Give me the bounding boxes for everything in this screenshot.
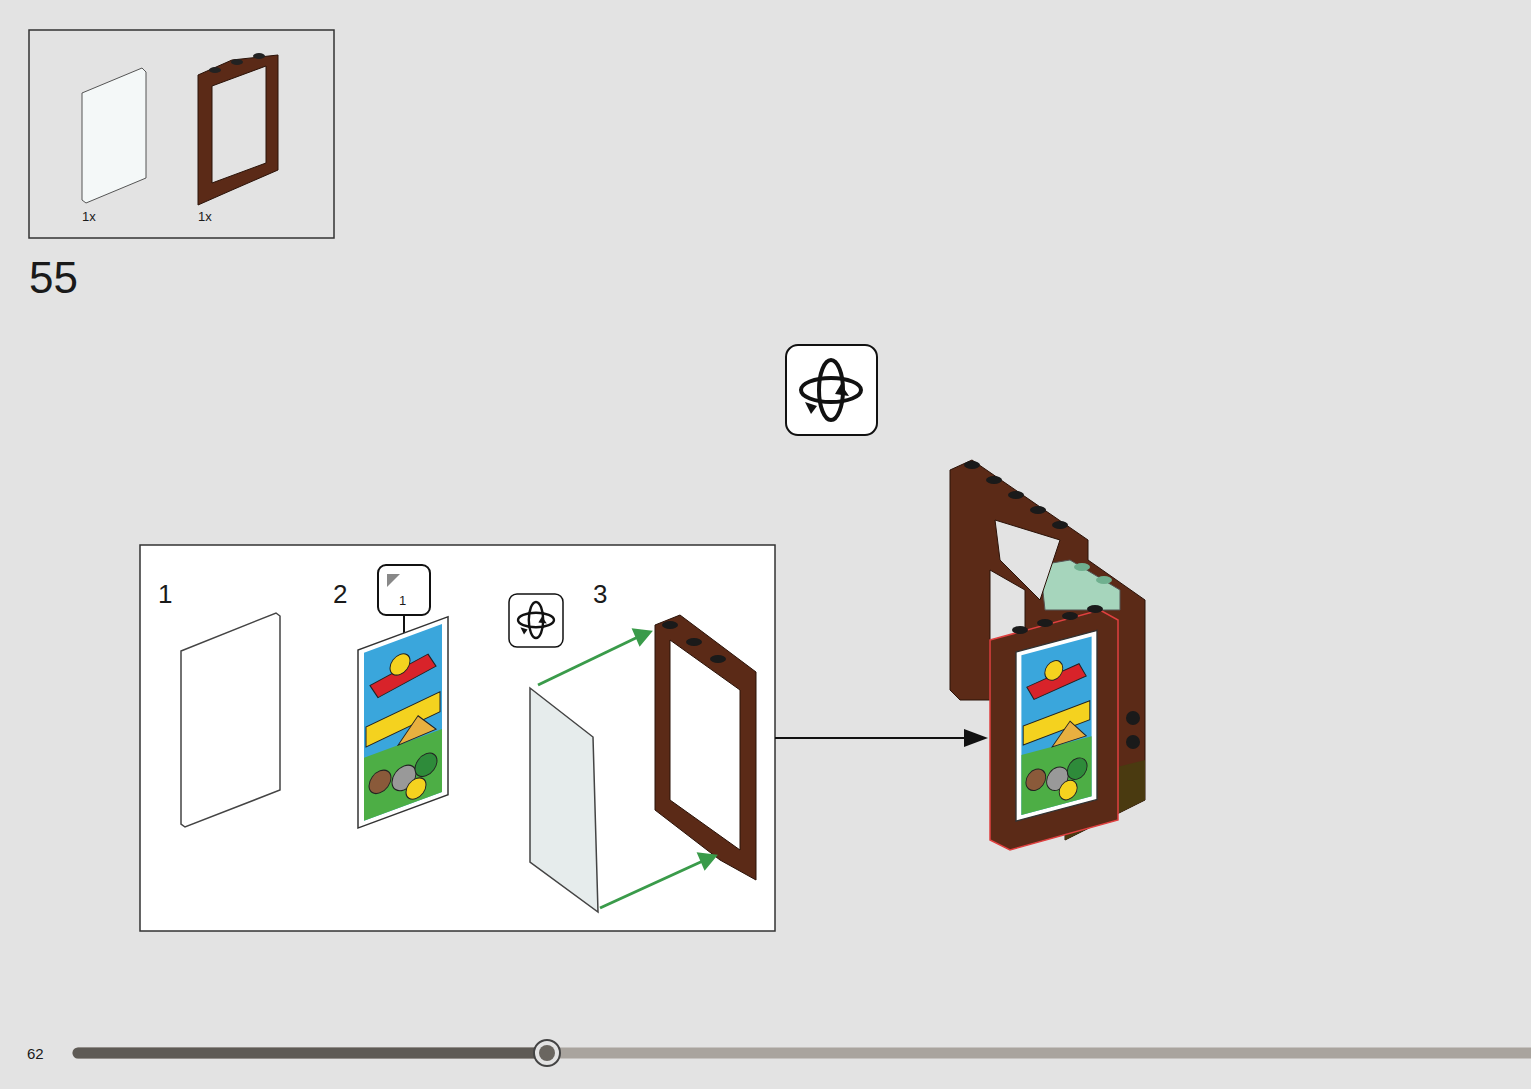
part-quantity: 1x bbox=[198, 210, 212, 223]
sub-step-number: 1 bbox=[158, 581, 172, 607]
sub-step-number: 3 bbox=[593, 581, 607, 607]
page-number: 62 bbox=[27, 1046, 44, 1061]
part-quantity: 1x bbox=[82, 210, 96, 223]
sub-step-box: 1 2 3 1 bbox=[140, 545, 775, 931]
sticker-callout: 1 bbox=[378, 565, 430, 615]
sub-step-number: 2 bbox=[333, 581, 347, 607]
sticker-number: 1 bbox=[399, 594, 406, 607]
parts-list-box: 1x 1x bbox=[29, 30, 334, 238]
step-number: 55 bbox=[29, 256, 78, 300]
